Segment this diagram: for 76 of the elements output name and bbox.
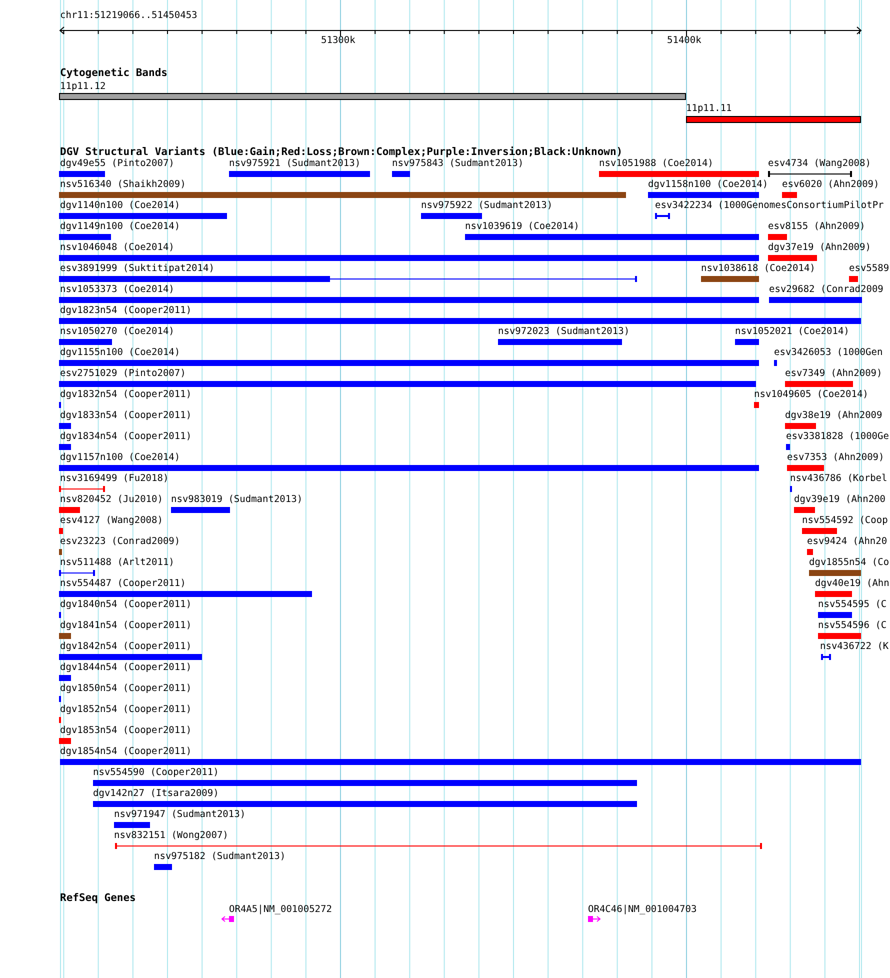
variant-label: nsv1051988 (Coe2014) xyxy=(599,158,714,169)
variant-label: dgv1140n100 (Coe2014) xyxy=(60,200,180,211)
region-label: chr11:51219066..51450453 xyxy=(60,10,198,21)
band-label: 11p11.12 xyxy=(60,81,106,92)
variant-label: esv23223 (Conrad2009) xyxy=(60,536,180,547)
variant-label: esv8155 (Ahn2009) xyxy=(768,221,866,232)
track-heading: DGV Structural Variants (Blue:Gain;Red:Loss;Brown:Complex;Purple:Inversion;Black:Unknown) xyxy=(60,146,623,158)
variant-label: dgv1841n54 (Cooper2011) xyxy=(60,620,192,631)
variant-label: nsv975182 (Sudmant2013) xyxy=(154,851,286,862)
variant-label: nsv554596 (C xyxy=(818,620,887,631)
variant-label: dgv1158n100 (Coe2014) xyxy=(648,179,768,190)
variant-label: dgv1149n100 (Coe2014) xyxy=(60,221,180,232)
variant-label: nsv983019 (Sudmant2013) xyxy=(171,494,303,505)
variant-label: dgv1823n54 (Cooper2011) xyxy=(60,305,192,316)
variant-label: nsv554595 (C xyxy=(818,599,887,610)
variant-label: esv3426053 (1000Gen xyxy=(774,347,883,358)
variant-label: esv5589 xyxy=(849,263,890,274)
variant-label: dgv1157n100 (Coe2014) xyxy=(60,452,180,463)
variant-label: dgv1832n54 (Cooper2011) xyxy=(60,389,192,400)
variant-label: nsv975843 (Sudmant2013) xyxy=(392,158,524,169)
variant-label: nsv554487 (Cooper2011) xyxy=(60,578,186,589)
variant-label: dgv40e19 (Ahn xyxy=(815,578,890,589)
variant-label: esv6020 (Ahn2009) xyxy=(782,179,880,190)
variant-label: esv7349 (Ahn2009) xyxy=(785,368,882,379)
variant-label: dgv1850n54 (Cooper2011) xyxy=(60,683,192,694)
variant-label: nsv1046048 (Coe2014) xyxy=(60,242,174,253)
variant-label: dgv1834n54 (Cooper2011) xyxy=(60,431,192,442)
variant-label: esv7353 (Ahn2009) xyxy=(787,452,884,463)
gene-label: OR4A5|NM_001005272 xyxy=(229,904,332,915)
variant-label: esv3422234 (1000GenomesConsortiumPilotPr xyxy=(655,200,884,211)
variant-label: dgv1853n54 (Cooper2011) xyxy=(60,725,192,736)
variant-label: esv29682 (Conrad2009 xyxy=(769,284,884,295)
variant-label: dgv49e55 (Pinto2007) xyxy=(60,158,174,169)
tick-label: 51400k xyxy=(667,35,702,46)
variant-label: nsv516340 (Shaikh2009) xyxy=(60,179,186,190)
variant-label: nsv975921 (Sudmant2013) xyxy=(229,158,361,169)
variant-label: nsv554590 (Cooper2011) xyxy=(93,767,219,778)
track-heading: Cytogenetic Bands xyxy=(60,67,168,79)
variant-label: esv4127 (Wang2008) xyxy=(60,515,163,526)
variant-label: dgv38e19 (Ahn2009 xyxy=(785,410,882,421)
variant-label: esv3381828 (1000Ge xyxy=(786,431,889,442)
variant-label: dgv1842n54 (Cooper2011) xyxy=(60,641,192,652)
variant-label: esv4734 (Wang2008) xyxy=(768,158,871,169)
variant-label: nsv1052021 (Coe2014) xyxy=(735,326,850,337)
variant-label: nsv1050270 (Coe2014) xyxy=(60,326,174,337)
variant-label: nsv554592 (Coop xyxy=(802,515,888,526)
variant-label: nsv511488 (Arlt2011) xyxy=(60,557,174,568)
variant-label: dgv1840n54 (Cooper2011) xyxy=(60,599,192,610)
variant-label: nsv436786 (Korbel xyxy=(790,473,888,484)
variant-label: dgv37e19 (Ahn2009) xyxy=(768,242,871,253)
variant-label: nsv1038618 (Coe2014) xyxy=(701,263,816,274)
band-label: 11p11.11 xyxy=(686,103,732,114)
variant-label: esv3891999 (Suktitipat2014) xyxy=(60,263,214,274)
variant-label: nsv3169499 (Fu2018) xyxy=(60,473,169,484)
variant-label: nsv436722 (K xyxy=(820,641,889,652)
variant-label: nsv1053373 (Coe2014) xyxy=(60,284,174,295)
variant-label: dgv142n27 (Itsara2009) xyxy=(93,788,219,799)
variant-label: dgv1833n54 (Cooper2011) xyxy=(60,410,192,421)
variant-label: dgv39e19 (Ahn200 xyxy=(794,494,886,505)
variant-label: dgv1854n54 (Cooper2011) xyxy=(60,746,192,757)
variant-label: nsv1049605 (Coe2014) xyxy=(754,389,868,400)
variant-label: dgv1855n54 (Co xyxy=(809,557,890,568)
variant-label: esv9424 (Ahn20 xyxy=(807,536,888,547)
variant-label: dgv1852n54 (Cooper2011) xyxy=(60,704,192,715)
variant-label: nsv975922 (Sudmant2013) xyxy=(421,200,553,211)
variant-label: nsv972023 (Sudmant2013) xyxy=(498,326,630,337)
variant-label: nsv971947 (Sudmant2013) xyxy=(114,809,246,820)
variant-label: nsv1039619 (Coe2014) xyxy=(465,221,580,232)
variant-label: dgv1155n100 (Coe2014) xyxy=(60,347,180,358)
variant-label: esv2751029 (Pinto2007) xyxy=(60,368,186,379)
tick-label: 51300k xyxy=(321,35,356,46)
gene-label: OR4C46|NM_001004703 xyxy=(588,904,697,915)
variant-label: nsv832151 (Wong2007) xyxy=(114,830,228,841)
variant-label: nsv820452 (Ju2010) xyxy=(60,494,163,505)
track-heading: RefSeq Genes xyxy=(60,892,136,904)
variant-label: dgv1844n54 (Cooper2011) xyxy=(60,662,192,673)
